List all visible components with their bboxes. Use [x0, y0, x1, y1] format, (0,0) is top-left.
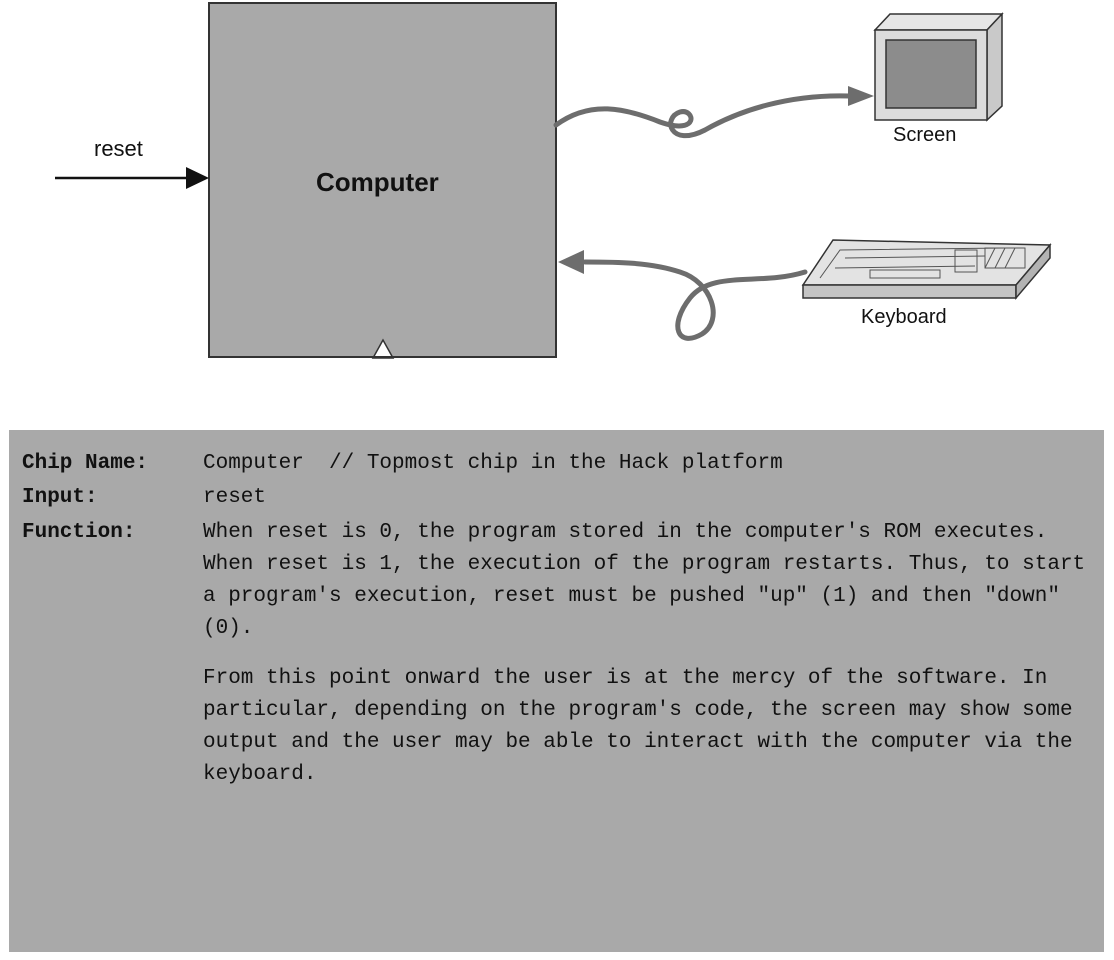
diagram-canvas: [55, 2, 1052, 359]
function-key: Function:: [22, 521, 136, 544]
keyboard-label: Keyboard: [861, 306, 947, 328]
screen-cable-arrow-head: [848, 86, 874, 106]
function-paragraph-2: From this point onward the user is at th…: [203, 667, 1073, 786]
function-value: When reset is 0, the program stored in t…: [203, 517, 1092, 791]
input-key: Input:: [22, 486, 98, 509]
reset-label: reset: [94, 136, 143, 161]
chip-spec-box: Chip Name: Computer // Topmost chip in t…: [9, 430, 1104, 952]
computer-label: Computer: [316, 167, 439, 197]
computer-box: [208, 2, 557, 358]
keyboard-icon: [801, 239, 1052, 301]
chip-name-key: Chip Name:: [22, 452, 149, 475]
keyboard-cable-arrow-head: [558, 250, 584, 274]
monitor-icon: [873, 12, 1004, 122]
screen-cable: [553, 93, 853, 139]
input-value: reset: [203, 486, 267, 509]
chip-name-value: Computer // Topmost chip in the Hack pla…: [203, 452, 783, 475]
function-paragraph-1: When reset is 0, the program stored in t…: [203, 521, 1086, 640]
keyboard-cable: [582, 259, 808, 341]
screen-label: Screen: [893, 124, 957, 146]
reset-arrow-head: [186, 167, 209, 189]
computer-diagram: reset Computer Screen Keyboard: [0, 0, 1114, 380]
